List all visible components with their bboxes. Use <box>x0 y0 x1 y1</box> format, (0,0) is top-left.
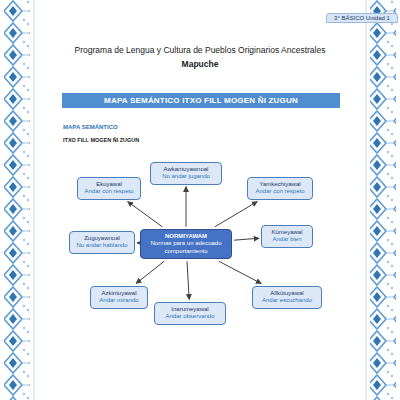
connector-arrow <box>187 261 189 299</box>
concept-name: Zuguyawnoal <box>74 235 130 243</box>
concept-name: MAPA SEMÁNTICO ITXO FILL MOGEN ÑI ZUGUN <box>66 96 336 105</box>
connector-arrow <box>186 187 187 227</box>
concept-box: AzkintuyawalAndar mirando <box>90 286 148 309</box>
concept-name: NORMIYAWAM <box>145 233 227 241</box>
concept-meaning: Andar con respeto <box>82 188 136 196</box>
concept-meaning: Andar mirando <box>95 297 143 305</box>
concept-name: Awkantuyawnoal <box>155 166 217 174</box>
right-rule <box>366 0 367 400</box>
concept-meaning: Andar con respeto <box>252 188 308 196</box>
language-name: Mapuche <box>182 59 219 69</box>
concept-box: EkuyawalAndar con respeto <box>77 177 141 200</box>
section-heading: MAPA SEMÁNTICO <box>63 124 118 130</box>
concept-meaning: Normas para un adecuado comportamiento <box>145 240 227 255</box>
concept-name: 3° BÁSICO Unidad 1 <box>332 15 392 21</box>
connector-arrow <box>215 202 257 227</box>
left-rule <box>34 0 35 400</box>
concept-meaning: Andar observando <box>159 313 221 321</box>
concept-box: ZuguyawnoalNo andar hablando <box>69 231 135 254</box>
right-ornament-band <box>370 0 396 400</box>
connector-arrow <box>136 261 164 283</box>
concept-meaning: Andar bien <box>266 236 308 244</box>
heading-band: MAPA SEMÁNTICO ITXO FILL MOGEN ÑI ZUGUN <box>62 93 340 108</box>
concept-meaning: No andar jugando <box>155 173 217 181</box>
section-subheading: ITXO FILL MOGEN ÑI ZUGUN <box>63 137 139 143</box>
grade-tab: 3° BÁSICO Unidad 1 <box>326 13 398 23</box>
concept-name: Allkütuyawal <box>257 290 317 298</box>
concept-box: KümeyawalAndar bien <box>261 225 313 248</box>
concept-box: YamkechiyawalAndar con respeto <box>247 177 313 200</box>
concept-meaning: No andar hablando <box>74 242 130 250</box>
central-concept-box: NORMIYAWAMNormas para un adecuado compor… <box>140 229 232 260</box>
concept-box: AllkütuyawalAndar escuchando <box>252 286 322 309</box>
concept-box: InarumeyawalAndar observando <box>154 302 226 325</box>
concept-meaning: Andar escuchando <box>257 297 317 305</box>
page-title: Programa de Lengua y Cultura de Pueblos … <box>75 45 326 55</box>
connector-arrow <box>219 261 261 283</box>
connector-arrow <box>137 242 138 243</box>
left-ornament-band <box>4 0 30 400</box>
connector-arrow <box>128 202 163 227</box>
concept-name: Inarumeyawal <box>159 306 221 314</box>
concept-name: Yamkechiyawal <box>252 181 308 189</box>
concept-box: AwkantuyawnoalNo andar jugando <box>150 162 222 185</box>
concept-name: Ekuyawal <box>82 181 136 189</box>
concept-name: Kümeyawal <box>266 229 308 237</box>
connector-arrow <box>234 238 259 240</box>
concept-name: Azkintuyawal <box>95 290 143 298</box>
